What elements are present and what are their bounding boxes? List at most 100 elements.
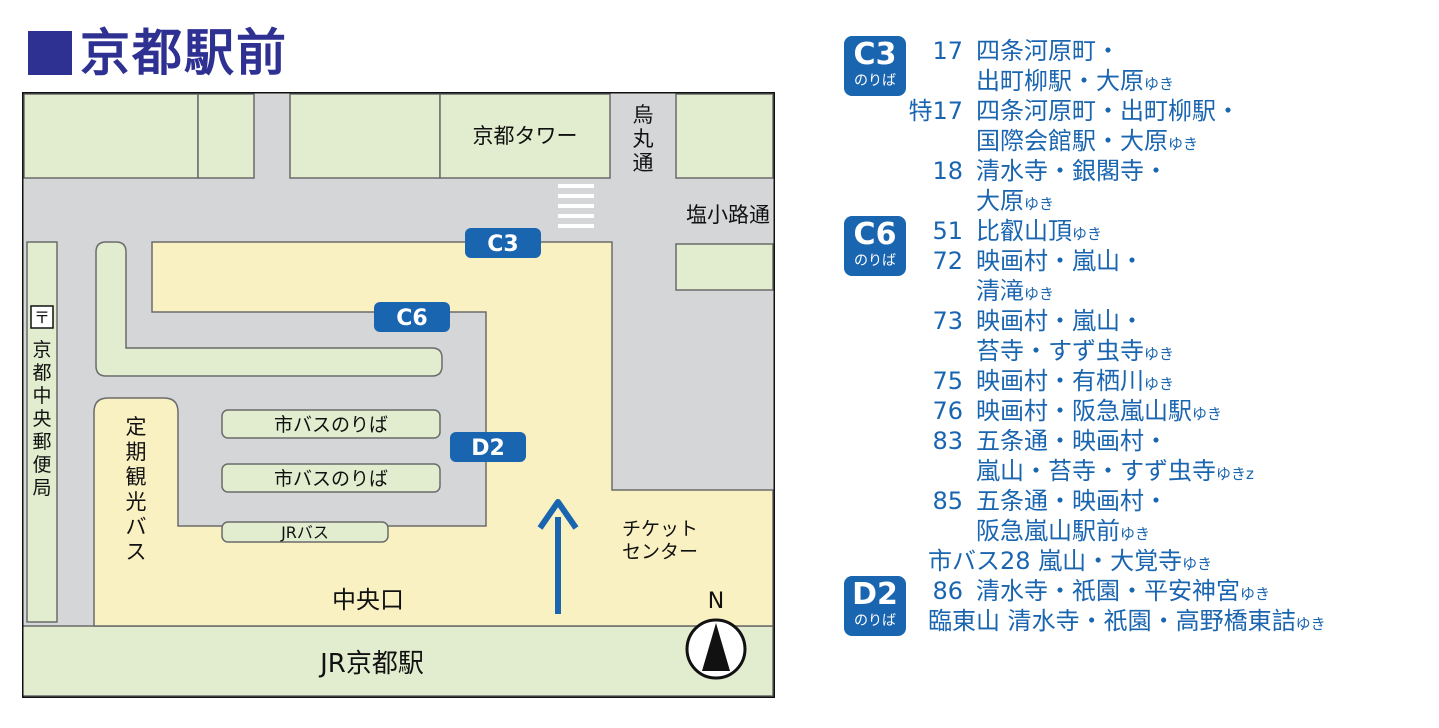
route-number: 18 xyxy=(932,157,963,185)
route-yuki: ゆき xyxy=(1120,525,1151,543)
route-number: 72 xyxy=(932,247,963,275)
stop-badge-noriba: のりば xyxy=(854,73,896,89)
route-number: 75 xyxy=(932,367,963,395)
route-yuki: ゆき xyxy=(1192,405,1223,423)
svg-text:期: 期 xyxy=(126,440,147,464)
block-top-3 xyxy=(289,93,441,179)
route-destination: 五条通・映画村・ xyxy=(976,487,1168,515)
route-destination: 出町柳駅・大原ゆき xyxy=(976,67,1175,95)
route-destination: 市バス28 嵐山・大覚寺ゆき xyxy=(928,547,1213,575)
city-bus-stop-2-label: 市バスのりば xyxy=(274,468,388,490)
svg-text:央: 央 xyxy=(32,408,51,430)
page-title: 京都駅前 xyxy=(28,18,288,88)
route-yuki: ゆき xyxy=(1072,225,1103,243)
route-yuki: ゆき xyxy=(1024,285,1055,303)
route-destination: 阪急嵐山駅前ゆき xyxy=(976,517,1151,545)
compass-north-icon xyxy=(685,618,747,680)
route-yuki: ゆき xyxy=(1168,135,1199,153)
route-line: 85 五条通・映画村・ xyxy=(844,486,1439,516)
stop-badge-code: C3 xyxy=(853,37,897,72)
island-l xyxy=(95,241,443,377)
city-bus-stop-1 xyxy=(221,409,441,439)
route-destination: 映画村・有栖川ゆき xyxy=(976,367,1175,395)
route-line: 76 映画村・阪急嵐山駅ゆき xyxy=(844,396,1439,426)
route-yuki: ゆき xyxy=(1144,75,1175,93)
route-number: 85 xyxy=(932,487,963,515)
block-top-1 xyxy=(23,93,199,179)
station-map: 京都タワー 烏 丸 通 塩小路通 〒 京 都 中 央 郵 便 局 定 期 観 光… xyxy=(22,92,775,698)
stop-marker-c3[interactable]: C3 xyxy=(465,228,541,258)
north-label: N xyxy=(708,589,724,614)
jr-station-block xyxy=(22,625,774,697)
route-line: 阪急嵐山駅前ゆき xyxy=(844,516,1439,546)
route-destination: 比叡山頂ゆき xyxy=(976,217,1103,245)
route-destination: 映画村・嵐山・ xyxy=(976,307,1144,335)
sightseeing-bus-label: 定 期 観 光 バ ス xyxy=(126,415,147,564)
route-destination: 大原ゆき xyxy=(976,187,1055,215)
route-destination: 映画村・阪急嵐山駅ゆき xyxy=(976,397,1223,425)
route-destination: 五条通・映画村・ xyxy=(976,427,1168,455)
route-yuki: ゆき xyxy=(1144,345,1175,363)
route-destination: 清滝ゆき xyxy=(976,277,1055,305)
block-right xyxy=(675,243,774,291)
svg-text:通: 通 xyxy=(633,151,654,175)
svg-text:光: 光 xyxy=(126,490,147,514)
route-line: 73 映画村・嵐山・ xyxy=(844,306,1439,336)
title-square-icon xyxy=(28,31,72,75)
stop-marker-c6[interactable]: C6 xyxy=(374,302,450,332)
route-yuki: ゆき xyxy=(1295,615,1326,633)
post-office-label: 京 都 中 央 郵 便 局 xyxy=(32,339,51,499)
route-destination: 国際会館駅・大原ゆき xyxy=(976,127,1199,155)
route-destination: 嵐山・苔寺・すず虫寺ゆきz xyxy=(976,457,1254,485)
route-line: 大原ゆき xyxy=(844,186,1439,216)
jr-bus-stop xyxy=(221,521,389,543)
jr-bus-label: JRバス xyxy=(280,523,329,542)
route-number: 86 xyxy=(932,577,963,605)
route-line: 嵐山・苔寺・すず虫寺ゆきz xyxy=(844,456,1439,486)
svg-text:ス: ス xyxy=(126,540,147,564)
svg-text:郵: 郵 xyxy=(32,431,51,453)
stop-marker-d2[interactable]: D2 xyxy=(450,432,526,462)
route-yuki: ゆき xyxy=(1024,195,1055,213)
route-number: 73 xyxy=(932,307,963,335)
svg-text:丸: 丸 xyxy=(633,127,654,151)
svg-text:センター: センター xyxy=(622,541,698,563)
route-line: 清滝ゆき xyxy=(844,276,1439,306)
svg-text:都: 都 xyxy=(32,362,51,384)
stop-badge-code: C6 xyxy=(853,217,897,252)
route-line: 86 清水寺・祇園・平安神宮ゆき xyxy=(844,576,1439,606)
block-top-right xyxy=(675,93,774,179)
route-yuki: ゆきz xyxy=(1216,465,1254,483)
shiokoji-street-label: 塩小路通 xyxy=(686,203,770,227)
stop-badge-code: D2 xyxy=(852,577,898,612)
post-office-mark: 〒 xyxy=(34,308,50,327)
svg-text:中: 中 xyxy=(32,385,51,407)
svg-text:烏: 烏 xyxy=(633,103,654,127)
stop-badge-noriba: のりば xyxy=(854,253,896,269)
stop-badge-noriba: のりば xyxy=(854,613,896,629)
route-yuki: ゆき xyxy=(1182,555,1213,573)
route-destination: 清水寺・銀閣寺・ xyxy=(976,157,1168,185)
route-number: 76 xyxy=(932,397,963,425)
route-destination: 清水寺・祇園・平安神宮ゆき xyxy=(976,577,1271,605)
jr-station-label: JR京都駅 xyxy=(318,649,424,679)
svg-text:チケット: チケット xyxy=(622,518,698,540)
route-destination: 四条河原町・ xyxy=(976,37,1120,65)
route-number: 17 xyxy=(932,37,963,65)
crosswalk xyxy=(558,184,594,228)
kyoto-tower-label: 京都タワー xyxy=(473,124,578,148)
route-number: 特17 xyxy=(908,97,963,125)
svg-text:定: 定 xyxy=(126,415,147,439)
ticket-center-label: チケット センター xyxy=(622,518,698,563)
svg-text:便: 便 xyxy=(32,454,51,476)
